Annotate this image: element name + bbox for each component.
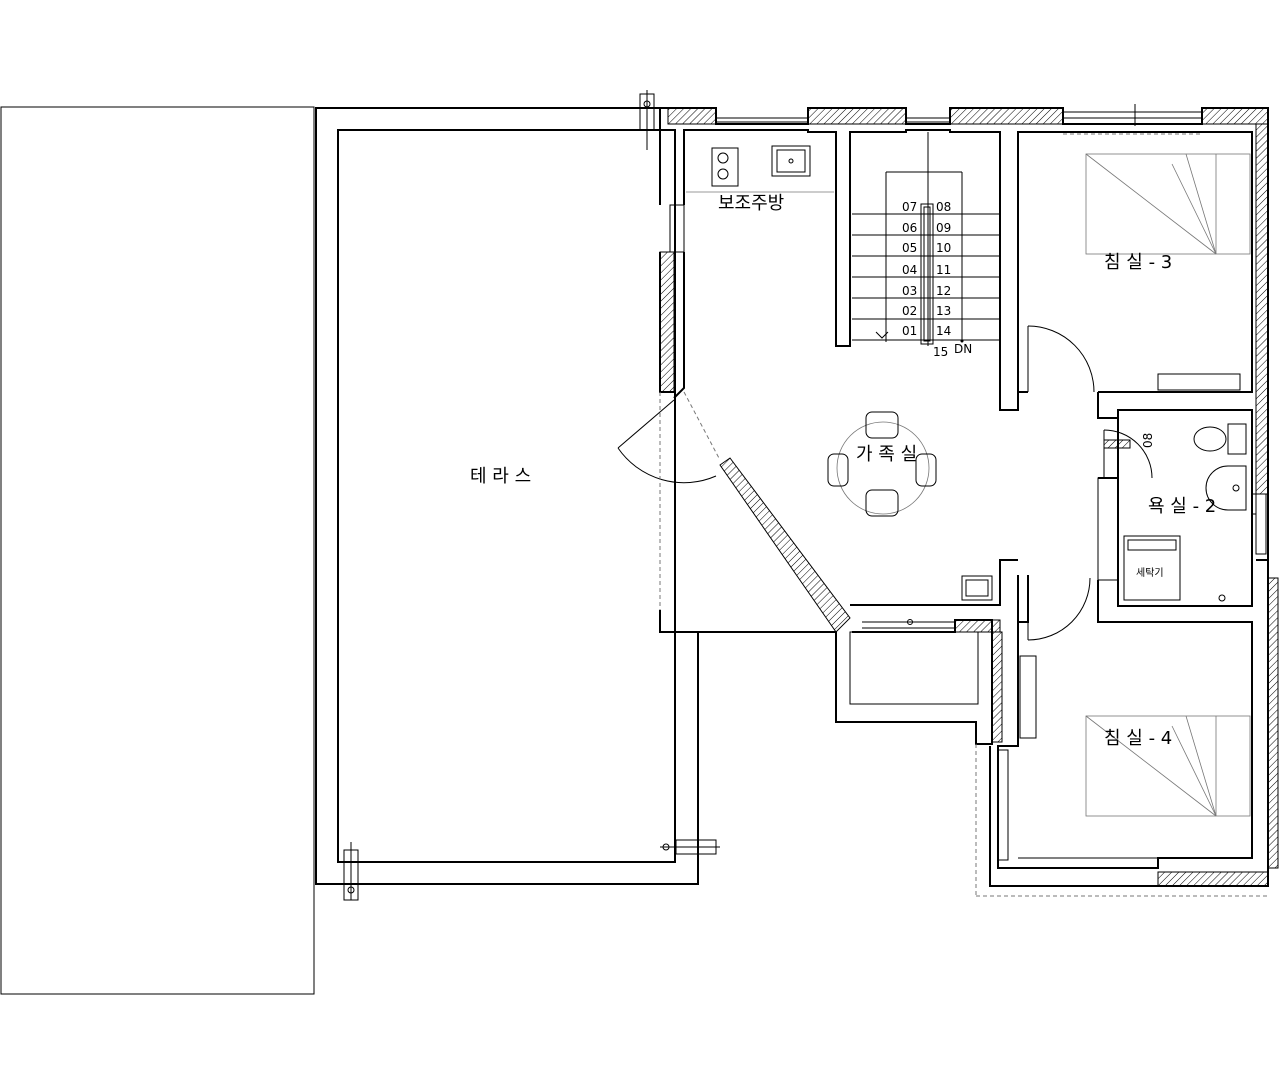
dining-table-icon — [827, 411, 937, 517]
svg-text:03: 03 — [902, 284, 917, 298]
balcony-wall — [659, 610, 993, 745]
terrace-label: 테 라 스 — [470, 466, 531, 487]
kitchen-sink-icon — [771, 145, 811, 177]
terrace-inner-wall — [337, 129, 676, 863]
bedroom4-label: 침 실 - 4 — [1104, 728, 1172, 749]
svg-text:02: 02 — [902, 304, 917, 318]
window-top-kitchen — [716, 117, 808, 123]
bath-mark: 08 — [1141, 433, 1155, 448]
svg-text:01: 01 — [902, 324, 917, 338]
terrace-door — [617, 399, 717, 484]
stair-last-step: 15 — [933, 345, 948, 359]
stair-numbers-left: 07 06 05 04 03 02 01 — [902, 200, 917, 338]
sink-icon — [1205, 465, 1247, 511]
bedroom3-door — [1027, 325, 1095, 393]
svg-text:06: 06 — [902, 221, 917, 235]
toilet-icon — [1193, 423, 1247, 455]
column-marker-bottom-right — [660, 839, 720, 855]
staircase — [852, 132, 1000, 346]
washing-machine-icon — [1123, 535, 1181, 601]
bed-icon-bedroom4 — [1085, 715, 1251, 817]
window-balcony — [862, 619, 955, 629]
bed-icon-bedroom3 — [1085, 153, 1251, 255]
svg-text:13: 13 — [936, 304, 951, 318]
radiator-bedroom4 — [1019, 655, 1037, 739]
utility-sink-icon — [961, 575, 993, 601]
svg-text:08: 08 — [936, 200, 951, 214]
terrace-outer-wall — [315, 107, 699, 885]
svg-text:10: 10 — [936, 241, 951, 255]
window-top-stair — [906, 117, 950, 123]
bedroom3-label: 침 실 - 3 — [1104, 252, 1172, 273]
bathroom-label: 욕 실 - 2 — [1148, 496, 1216, 517]
window-top-bedroom3 — [1063, 104, 1202, 126]
family-room-label: 가 족 실 — [856, 444, 917, 465]
svg-text:11: 11 — [936, 263, 951, 277]
cooktop-icon — [711, 147, 739, 187]
svg-text:07: 07 — [902, 200, 917, 214]
stair-direction: DN — [954, 342, 972, 356]
washer-label: 세탁기 — [1136, 567, 1164, 579]
bedroom4-door — [1027, 577, 1091, 641]
column-marker-bottom-left — [343, 842, 359, 901]
svg-text:04: 04 — [902, 263, 917, 277]
wall-hatch-diagonal — [719, 457, 851, 633]
radiator-bedroom3 — [1157, 373, 1241, 391]
wall-hatch-top-1 — [667, 107, 717, 125]
svg-text:05: 05 — [902, 241, 917, 255]
stair-numbers-right: 08 09 10 11 12 13 14 — [936, 200, 951, 338]
column-marker-top — [639, 90, 655, 150]
aux-kitchen-label: 보조주방 — [718, 193, 784, 214]
roof-outline — [0, 106, 315, 995]
svg-text:12: 12 — [936, 284, 951, 298]
svg-text:14: 14 — [936, 324, 951, 338]
bedroom4-walls — [997, 575, 1253, 869]
svg-text:09: 09 — [936, 221, 951, 235]
